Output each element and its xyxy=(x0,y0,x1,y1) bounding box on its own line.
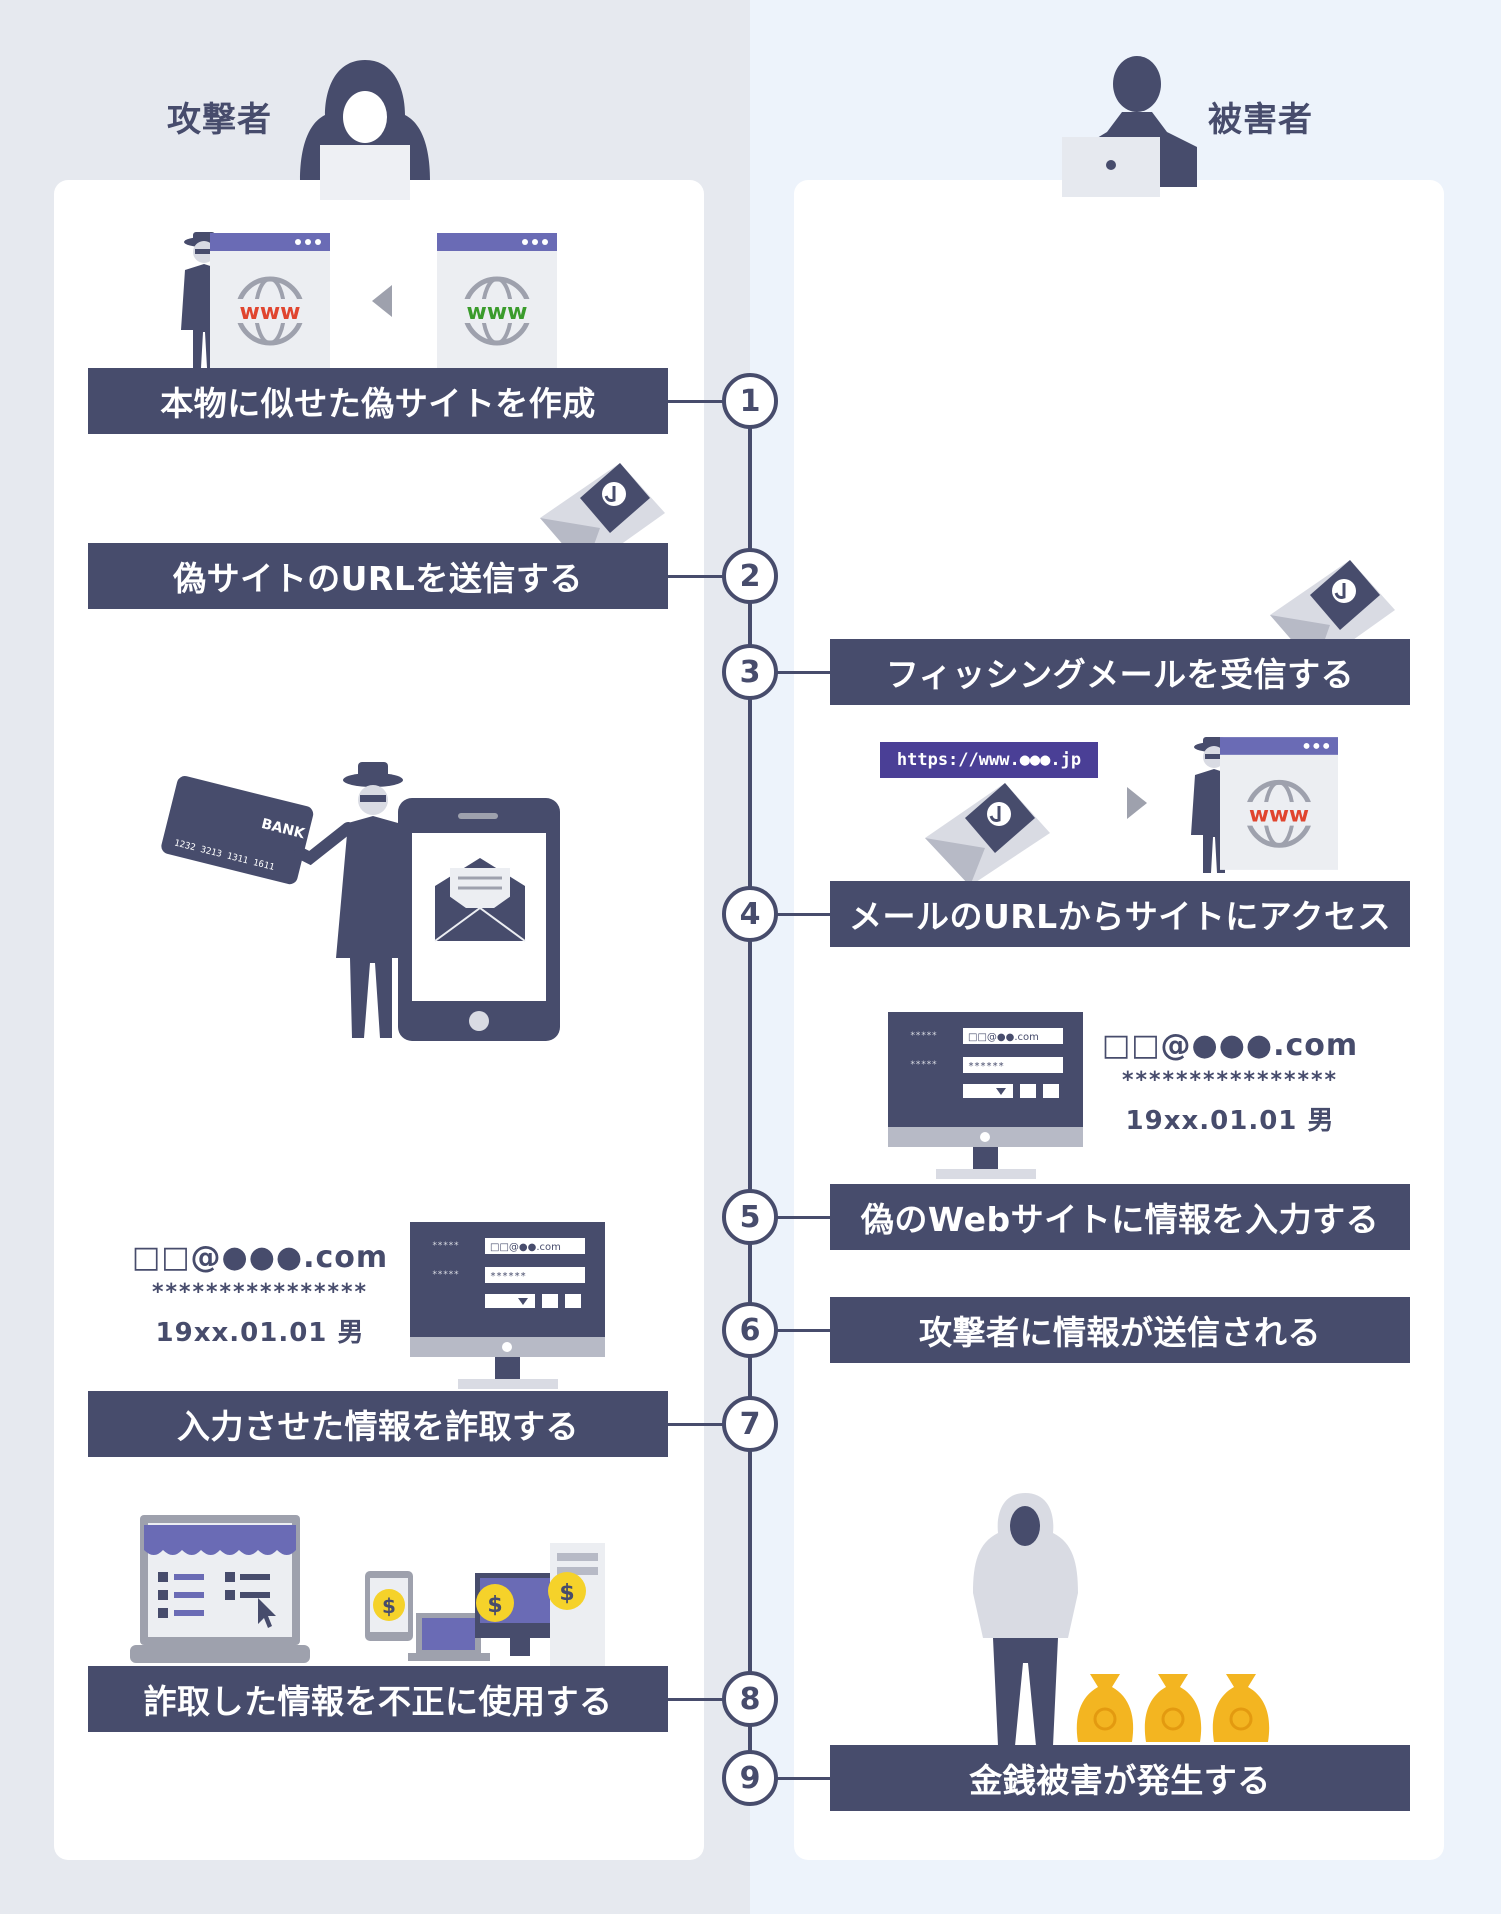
arrow-left-icon xyxy=(372,285,392,317)
step-5-label: 偽のWebサイトに情報を入力する xyxy=(860,1200,1380,1239)
form-email-value: □□@●●.com xyxy=(490,1242,561,1253)
step-9-number: 9 xyxy=(722,1750,778,1806)
step-7-number: 7 xyxy=(722,1396,778,1452)
connector-3 xyxy=(750,671,830,674)
money-bags-icon xyxy=(1076,1674,1270,1742)
form-label-2: ***** xyxy=(432,1270,459,1280)
credit-card-icon: BANK 1232 3213 1311 1611 xyxy=(161,776,314,885)
victim-laptop-icon xyxy=(1062,56,1197,197)
browser-icon: www xyxy=(1220,737,1338,870)
step-8-label: 詐取した情報を不正に使用する xyxy=(143,1682,613,1721)
form-email-value: □□@●●.com xyxy=(968,1032,1039,1043)
monitor-form-icon: ***** ***** □□@●●.com ****** xyxy=(888,1012,1083,1179)
step-2-number: 2 xyxy=(722,548,778,604)
connector-4 xyxy=(750,913,830,916)
www-fake-text: www xyxy=(1249,803,1309,828)
smartphone-icon xyxy=(398,798,560,1041)
victim-info-email: □□@●●●.com xyxy=(1101,1028,1359,1063)
devices-icon: $ $ $ xyxy=(365,1543,605,1668)
step-2-label: 偽サイトのURLを送信する xyxy=(173,559,583,598)
currency-symbol: $ xyxy=(382,1594,396,1618)
money-bag-icon xyxy=(1144,1674,1202,1742)
currency-symbol: $ xyxy=(487,1593,502,1618)
connector-7 xyxy=(668,1423,750,1426)
victim-title: 被害者 xyxy=(1208,100,1313,140)
form-label-2: ***** xyxy=(910,1060,937,1070)
shop-laptop-icon xyxy=(130,1515,310,1663)
step-7-label: 入力させた情報を詐取する xyxy=(177,1407,579,1446)
step-3-label: フィッシングメールを受信する xyxy=(885,655,1355,694)
form-label-1: ***** xyxy=(432,1241,459,1251)
step-7-bar: 入力させた情報を詐取する xyxy=(88,1391,668,1457)
dollar-bubble-icon: $ xyxy=(476,1584,514,1622)
hacker-laptop-icon xyxy=(300,60,430,200)
browser-icon: www xyxy=(210,233,330,368)
connector-1 xyxy=(668,400,750,403)
spy-with-card-icon: BANK 1232 3213 1311 1611 xyxy=(161,762,560,1041)
step-1-number: 1 xyxy=(722,373,778,429)
victim-info-birth: 19xx.01.01 男 xyxy=(1125,1106,1335,1136)
step-8-number: 8 xyxy=(722,1671,778,1727)
step-4-bar: メールのURLからサイトにアクセス xyxy=(830,881,1410,947)
step-3-bar: フィッシングメールを受信する xyxy=(830,639,1410,705)
form-label-1: ***** xyxy=(910,1031,937,1041)
form-password-value: ****** xyxy=(968,1061,1004,1072)
arrow-right-icon xyxy=(1127,787,1147,819)
connector-5 xyxy=(750,1216,830,1219)
step-4-label: メールのURLからサイトにアクセス xyxy=(848,897,1392,936)
connector-8 xyxy=(668,1698,750,1701)
step-6-bar: 攻撃者に情報が送信される xyxy=(830,1297,1410,1363)
dollar-bubble-icon: $ xyxy=(548,1572,586,1610)
connector-2 xyxy=(668,575,750,578)
step-1-bar: 本物に似せた偽サイトを作成 xyxy=(88,368,668,434)
mail-envelope-icon xyxy=(434,858,526,942)
money-bag-icon xyxy=(1076,1674,1134,1742)
step-4-number: 4 xyxy=(722,886,778,942)
hoodie-person-icon xyxy=(973,1493,1078,1746)
step-6-label: 攻撃者に情報が送信される xyxy=(919,1313,1321,1352)
step-5-number: 5 xyxy=(722,1189,778,1245)
step-9-label: 金銭被害が発生する xyxy=(969,1761,1271,1800)
timeline-line xyxy=(748,400,752,1780)
phishing-mail-icon xyxy=(925,783,1050,886)
attacker-info-email: □□@●●●.com xyxy=(131,1240,389,1275)
attacker-info-birth: 19xx.01.01 男 xyxy=(155,1318,365,1348)
attacker-title: 攻撃者 xyxy=(167,100,272,140)
victim-info-password: **************** xyxy=(1121,1068,1339,1093)
monitor-form-icon: ***** ***** □□@●●.com ****** xyxy=(410,1222,605,1389)
www-fake-text: www xyxy=(240,300,301,325)
browser-icon: www xyxy=(437,233,557,368)
step-1-label: 本物に似せた偽サイトを作成 xyxy=(160,384,596,423)
step-8-bar: 詐取した情報を不正に使用する xyxy=(88,1666,668,1732)
step-9-bar: 金銭被害が発生する xyxy=(830,1745,1410,1811)
dollar-bubble-icon: $ xyxy=(373,1589,405,1621)
step-3-number: 3 xyxy=(722,644,778,700)
url-badge: https://www.●●●.jp xyxy=(880,742,1098,778)
currency-symbol: $ xyxy=(559,1581,574,1606)
attacker-info-password: **************** xyxy=(151,1280,369,1305)
connector-6 xyxy=(750,1329,830,1332)
money-bag-icon xyxy=(1212,1674,1270,1742)
form-password-value: ****** xyxy=(490,1271,526,1282)
step-2-bar: 偽サイトのURLを送信する xyxy=(88,543,668,609)
step-6-number: 6 xyxy=(722,1302,778,1358)
step-5-bar: 偽のWebサイトに情報を入力する xyxy=(830,1184,1410,1250)
www-real-text: www xyxy=(467,300,528,325)
connector-9 xyxy=(750,1777,830,1780)
